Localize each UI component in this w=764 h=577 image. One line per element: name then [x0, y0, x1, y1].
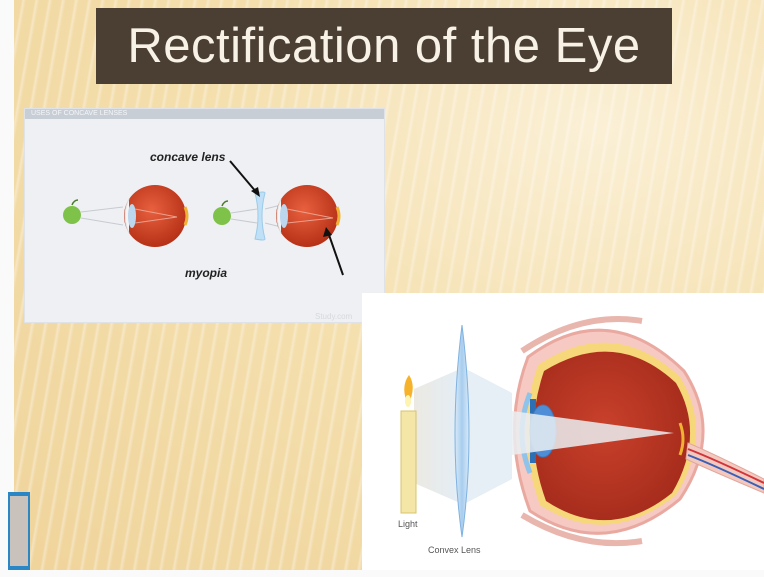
concave-lens-shape	[255, 192, 265, 240]
label-concave-lens: concave lens	[150, 150, 226, 164]
convex-lens-illustration: Light Convex Lens	[362, 293, 764, 570]
illustration-header: USES OF CONCAVE LENSES	[25, 109, 384, 119]
label-myopia: myopia	[185, 266, 227, 280]
bottom-border	[0, 570, 764, 577]
arrow-icon	[230, 161, 260, 197]
watermark: Study.com	[315, 312, 353, 321]
convex-lens-diagram: Light Convex Lens	[362, 293, 764, 570]
eye-icon	[124, 185, 187, 247]
candle-icon	[401, 375, 416, 513]
slide-title: Rectification of the Eye	[127, 18, 640, 74]
apple-icon	[63, 200, 81, 224]
convex-lens-shape	[455, 325, 469, 537]
concave-lens-diagram: concave lens myopia Study.com	[25, 119, 384, 322]
label-convex-lens: Convex Lens	[428, 545, 481, 555]
concave-lens-illustration: USES OF CONCAVE LENSES	[24, 108, 385, 323]
thumbnail	[8, 492, 30, 570]
arrow-icon	[323, 227, 343, 275]
apple-icon	[213, 201, 231, 225]
left-border	[0, 0, 14, 577]
title-banner: Rectification of the Eye	[96, 8, 672, 84]
eye-cross-section	[512, 319, 764, 543]
label-light: Light	[398, 519, 418, 529]
thumbnail-image	[10, 496, 28, 566]
